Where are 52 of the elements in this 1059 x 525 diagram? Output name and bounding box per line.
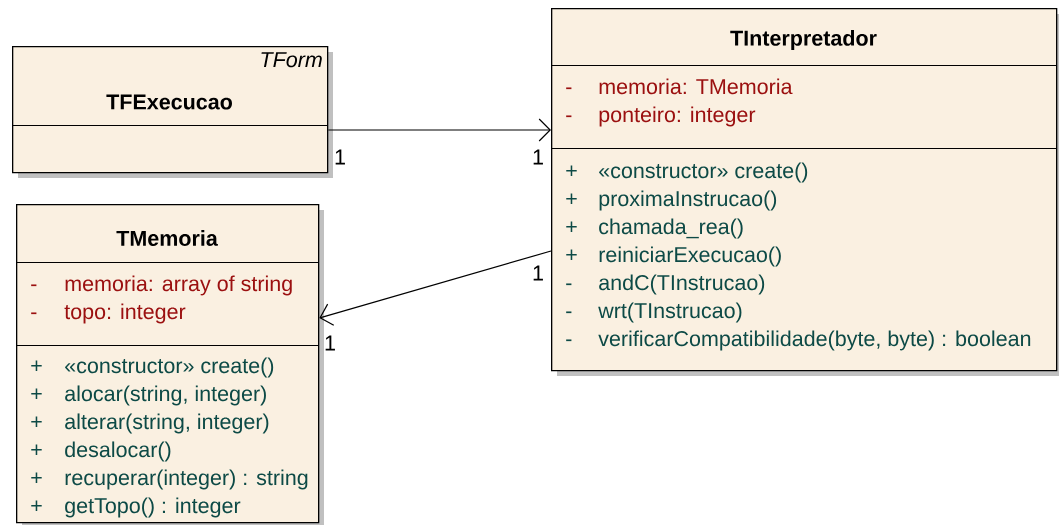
- operation-text: verificarCompatibilidade(byte, byte) : boolean: [598, 330, 1031, 351]
- class-name: TMemoria: [116, 230, 218, 246]
- association-arrow: [319, 250, 552, 326]
- visibility-symbol: +: [566, 249, 577, 261]
- attribute-text: memoria: TMemoria: [599, 78, 793, 95]
- multiplicity-label: 1: [335, 149, 345, 165]
- operation-text: wrt(TInstrucao): [598, 302, 742, 323]
- visibility-symbol: -: [566, 283, 572, 286]
- visibility-symbol: +: [31, 472, 42, 484]
- visibility-symbol: +: [566, 221, 577, 233]
- operation-text: desalocar(): [65, 441, 171, 462]
- visibility-symbol: +: [31, 388, 42, 400]
- compartment: [16, 262, 319, 346]
- operation-text: «constructor» create(): [599, 162, 808, 183]
- operation-text: getTopo() : integer: [65, 497, 241, 518]
- multiplicity-label: 1: [533, 149, 543, 165]
- visibility-symbol: +: [31, 500, 42, 512]
- attribute-text: topo: integer: [64, 303, 186, 324]
- visibility-symbol: +: [566, 193, 577, 205]
- operation-text: recuperar(integer) : string: [65, 469, 308, 490]
- multiplicity-label: 1: [533, 265, 543, 281]
- class-box: [12, 46, 333, 178]
- visibility-symbol: -: [31, 312, 37, 315]
- class-name: TInterpretador: [730, 30, 877, 51]
- association-arrow: [327, 118, 551, 142]
- superclass-name: TForm: [261, 52, 322, 68]
- compartment: [551, 65, 1057, 149]
- compartment: [12, 125, 328, 173]
- compartment: [16, 345, 319, 523]
- compartment: [551, 148, 1057, 371]
- visibility-symbol: -: [566, 339, 572, 342]
- attribute-text: ponteiro: integer: [599, 106, 756, 127]
- visibility-symbol: -: [31, 284, 37, 287]
- visibility-symbol: +: [31, 360, 42, 372]
- visibility-symbol: +: [566, 165, 577, 177]
- class-name: TFExecucao: [106, 94, 232, 110]
- operation-text: alterar(string, integer): [65, 413, 269, 434]
- multiplicity-label: 1: [325, 335, 335, 351]
- attribute-text: memoria: array of string: [65, 275, 292, 296]
- visibility-symbol: -: [566, 115, 572, 118]
- class-box: [551, 8, 1059, 376]
- operation-text: andC(TInstrucao): [599, 274, 765, 295]
- visibility-symbol: -: [566, 311, 572, 314]
- operation-text: reiniciarExecucao(): [599, 246, 781, 267]
- visibility-symbol: +: [31, 416, 42, 428]
- visibility-symbol: -: [566, 87, 572, 90]
- operation-text: «constructor» create(): [65, 357, 274, 378]
- operation-text: alocar(string, integer): [65, 385, 266, 406]
- operation-text: chamada_rea(): [599, 218, 743, 239]
- visibility-symbol: +: [31, 444, 42, 456]
- class-box: [16, 204, 324, 525]
- operation-text: proximaInstrucao(): [599, 190, 777, 211]
